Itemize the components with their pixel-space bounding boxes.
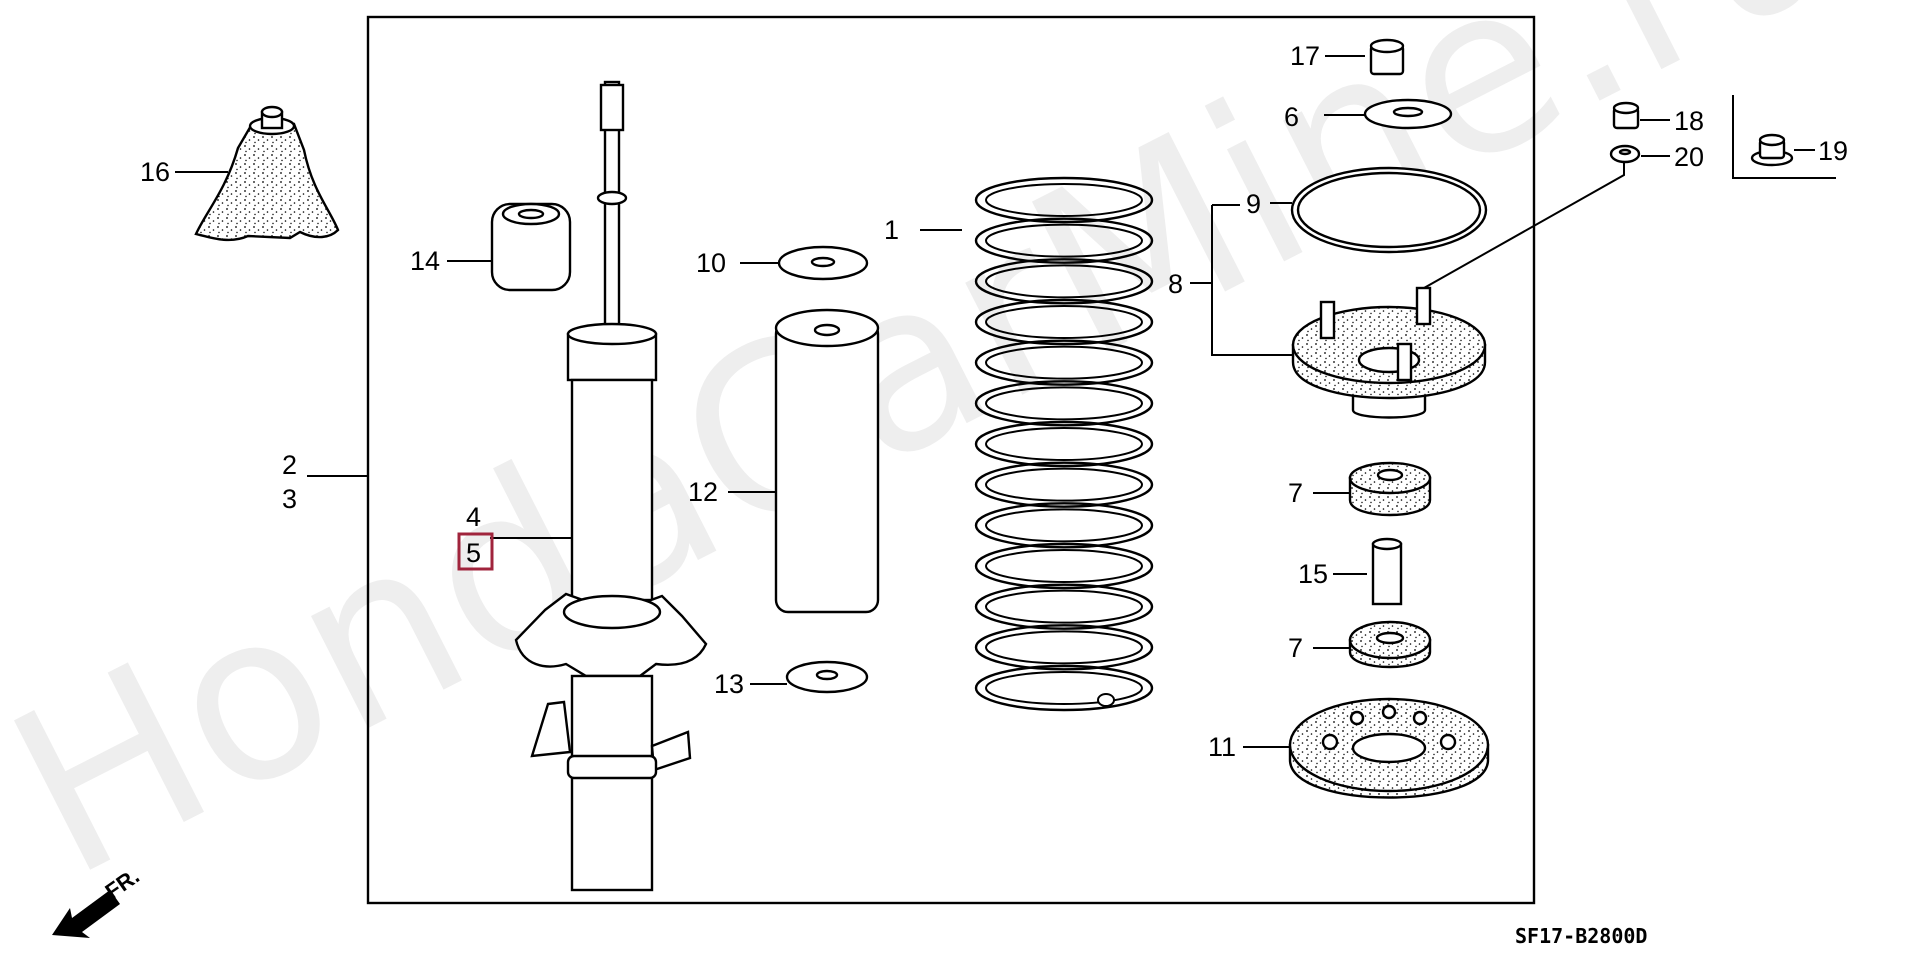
part-17-nut[interactable]: [1369, 38, 1405, 76]
label-15[interactable]: 15: [1298, 559, 1328, 589]
label-13[interactable]: 13: [714, 669, 744, 699]
label-16[interactable]: 16: [140, 157, 170, 187]
part-10-washer[interactable]: [777, 245, 869, 281]
part-6-washer[interactable]: [1363, 98, 1453, 130]
part-8-mount-base[interactable]: [1291, 286, 1487, 419]
diagram-frame: [366, 15, 1536, 905]
part-19-flange-nut[interactable]: [1750, 133, 1794, 167]
label-8[interactable]: 8: [1168, 269, 1183, 299]
label-6[interactable]: 6: [1284, 102, 1299, 132]
part-16-stopper[interactable]: [194, 105, 340, 242]
label-17[interactable]: 17: [1290, 41, 1320, 71]
label-9[interactable]: 9: [1246, 189, 1261, 219]
label-1[interactable]: 1: [884, 215, 899, 245]
part-15-collar[interactable]: [1371, 537, 1403, 606]
label-4[interactable]: 4: [466, 502, 481, 532]
part-11-lower-mount[interactable]: [1288, 697, 1490, 799]
front-direction-arrow: [52, 890, 120, 938]
part-18-nut[interactable]: [1612, 101, 1640, 130]
part-7-lower-bushing[interactable]: [1348, 620, 1432, 669]
label-20[interactable]: 20: [1674, 142, 1704, 172]
label-19[interactable]: 19: [1818, 136, 1848, 166]
bracket-19: [1732, 95, 1836, 179]
part-9-seal-ring[interactable]: [1290, 166, 1488, 254]
label-5-highlight-box: [457, 532, 494, 571]
part-13-washer[interactable]: [785, 660, 869, 694]
part-14-bump-rubber[interactable]: [490, 202, 572, 292]
part-7-upper-bushing[interactable]: [1348, 461, 1432, 517]
label-5[interactable]: 5: [466, 538, 481, 568]
label-10[interactable]: 10: [696, 248, 726, 278]
label-3[interactable]: 3: [282, 484, 297, 514]
part-12-dust-boot[interactable]: [774, 308, 880, 614]
strut-assembly[interactable]: [514, 80, 708, 892]
label-7-lower[interactable]: 7: [1288, 633, 1303, 663]
label-2[interactable]: 2: [282, 450, 297, 480]
label-18[interactable]: 18: [1674, 106, 1704, 136]
label-11[interactable]: 11: [1208, 732, 1236, 762]
label-14[interactable]: 14: [410, 246, 440, 276]
part-1-coil-spring[interactable]: [974, 176, 1154, 712]
part-20-washer[interactable]: [1609, 144, 1641, 164]
label-7-upper[interactable]: 7: [1288, 478, 1303, 508]
label-12[interactable]: 12: [688, 477, 718, 507]
diagram-code: SF17-B2800D: [1515, 924, 1647, 948]
